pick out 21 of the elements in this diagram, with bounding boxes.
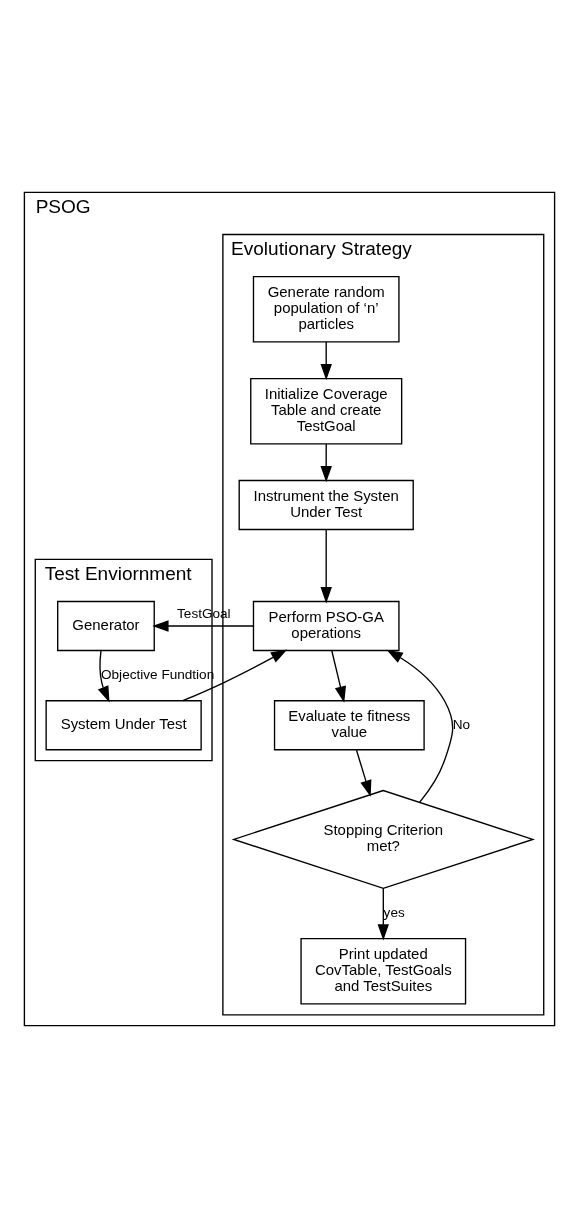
node-box: Evaluate te fitness value [273, 700, 425, 751]
arrow [152, 620, 254, 632]
edge-label: yes [383, 904, 405, 920]
edge-label: No [452, 716, 471, 732]
node-box: Generator [57, 600, 155, 652]
node-box: Instrument the Systen Under Test [238, 479, 414, 531]
arrow [182, 649, 288, 702]
node-box: Generate random population of ‘n’ particles [252, 275, 400, 343]
arrow [386, 649, 454, 803]
arrow [331, 650, 346, 703]
node-box: Perform PSO-GA operations [252, 600, 400, 652]
arrow [355, 749, 372, 797]
arrow [320, 341, 332, 381]
node-box: System Under Test [45, 700, 202, 751]
arrow [97, 650, 110, 703]
node-box: Initialize Coverage Table and create TestGoal [250, 377, 403, 445]
node-diamond: Stopping Criterion met? [231, 789, 536, 890]
arrow [377, 887, 389, 941]
arrow [320, 443, 332, 483]
arrow [320, 529, 332, 604]
node-box: Print updated CovTable, TestGoals and TestSuites [300, 938, 467, 1005]
